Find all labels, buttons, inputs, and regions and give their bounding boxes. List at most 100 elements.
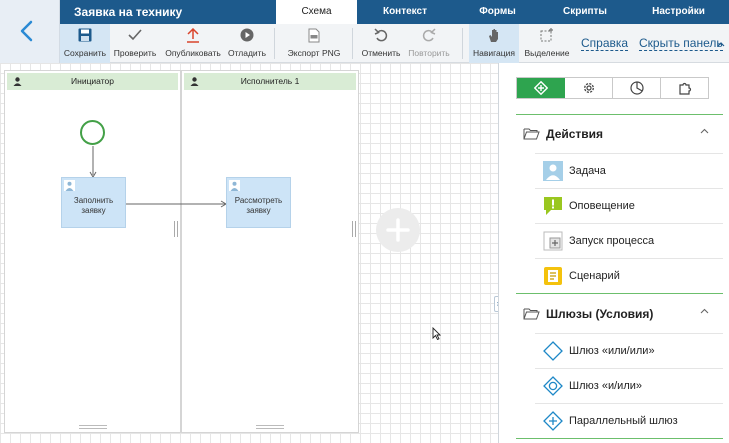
tab-schema[interactable]: Схема (276, 0, 357, 24)
lane-resize-handle[interactable] (79, 425, 107, 429)
group-title: Шлюзы (Условия) (546, 307, 654, 321)
hide-panel-link[interactable]: Скрыть панель (639, 36, 723, 51)
lane-resize-handle[interactable] (352, 221, 356, 237)
chevron-up-icon (700, 128, 709, 134)
plus-icon (386, 218, 410, 242)
lane-title: Исполнитель 1 (240, 76, 300, 86)
group-actions-header[interactable]: Действия (516, 115, 723, 153)
tab-settings[interactable]: Настройки (652, 6, 705, 17)
pie-chart-icon (629, 81, 644, 95)
lane-title: Инициатор (71, 76, 114, 86)
toolbar-separator (352, 28, 353, 59)
floppy-disk-icon (78, 28, 92, 42)
lane-resize-handle[interactable] (256, 425, 284, 429)
group-divider (516, 114, 723, 115)
check-button[interactable]: Проверить (110, 24, 160, 63)
tab-elements[interactable] (517, 78, 565, 98)
navigation-mode-button[interactable]: Навигация (469, 24, 519, 63)
back-button[interactable] (0, 0, 60, 63)
element-script[interactable]: Сценарий (535, 258, 723, 293)
selection-icon (540, 28, 553, 42)
undo-button[interactable]: Отменить (356, 24, 406, 63)
swimlane-executor[interactable]: Исполнитель 1 (181, 70, 359, 433)
start-event[interactable] (80, 120, 105, 145)
diamond-plus-icon (533, 81, 548, 95)
undo-icon (374, 28, 388, 42)
element-start-process[interactable]: Запуск процесса (535, 223, 723, 258)
task-label: Рассмотреть заявку (234, 196, 283, 215)
element-label: Параллельный шлюз (569, 415, 678, 427)
tab-bar: Схема Контекст Формы Скрипты Настройки (276, 0, 729, 24)
element-label: Запуск процесса (569, 235, 655, 247)
publish-button[interactable]: Опубликовать (160, 24, 226, 63)
flow-connectors (89, 146, 227, 208)
tab-extensions[interactable] (661, 78, 708, 98)
group-divider (516, 438, 723, 439)
selection-mode-button[interactable]: Выделение (521, 24, 573, 63)
upload-arrow-icon (187, 28, 199, 43)
element-label: Задача (569, 165, 606, 177)
element-inclusive-gateway[interactable]: Шлюз «и/или» (535, 368, 723, 403)
elements-panel: Действия Задача Оповещение Запуск процес… (498, 63, 729, 443)
element-parallel-gateway[interactable]: Параллельный шлюз (535, 403, 723, 438)
subprocess-icon (543, 231, 563, 251)
element-task[interactable]: Задача (535, 153, 723, 188)
redo-button[interactable]: Повторить (406, 24, 452, 63)
script-icon (544, 267, 562, 285)
inclusive-gateway-icon (543, 376, 563, 396)
element-label: Шлюз «и/или» (569, 380, 642, 392)
user-task-icon (543, 161, 563, 181)
save-button[interactable]: Сохранить (60, 24, 110, 63)
lane-header: Исполнитель 1 (184, 73, 356, 90)
tab-context[interactable]: Контекст (382, 6, 428, 17)
title-bar: Заявка на технику Схема Контекст Формы С… (60, 0, 729, 24)
redo-icon (422, 28, 436, 42)
folder-open-icon (523, 128, 540, 140)
group-gateways-header[interactable]: Шлюзы (Условия) (516, 295, 723, 333)
mouse-cursor-icon (432, 327, 441, 340)
task-label: Заполнить заявку (73, 196, 114, 215)
lane-resize-handle[interactable] (174, 221, 178, 237)
exclusive-gateway-icon (543, 341, 563, 361)
toolbar-separator (462, 28, 463, 59)
element-exclusive-gateway[interactable]: Шлюз «или/или» (535, 333, 723, 368)
notification-icon (544, 197, 562, 215)
checkmark-icon (128, 29, 142, 41)
toolbar-separator (274, 28, 275, 59)
gear-icon (583, 83, 594, 93)
user-task-icon (229, 180, 240, 191)
element-label: Оповещение (569, 200, 635, 212)
tab-scripts[interactable]: Скрипты (563, 6, 607, 17)
hand-icon (489, 29, 498, 42)
play-circle-icon (240, 28, 254, 42)
help-link[interactable]: Справка (581, 36, 629, 51)
app-title: Заявка на технику (74, 5, 183, 19)
chevron-left-icon (20, 20, 33, 42)
task-review-request[interactable]: Рассмотреть заявку (226, 177, 291, 228)
element-label: Шлюз «или/или» (569, 345, 655, 357)
add-lane-button[interactable] (376, 208, 420, 252)
element-label: Сценарий (569, 270, 620, 282)
debug-button[interactable]: Отладить (226, 24, 268, 63)
diagram-canvas[interactable]: Инициатор Исполнитель 1 Заполнить заявку… (0, 63, 498, 443)
user-task-icon (64, 180, 75, 191)
tab-analytics[interactable] (613, 78, 661, 98)
element-notification[interactable]: Оповещение (535, 188, 723, 223)
folder-open-icon (523, 308, 540, 320)
tab-forms[interactable]: Формы (479, 6, 516, 17)
file-png-icon (308, 28, 320, 43)
user-icon (13, 77, 22, 86)
parallel-gateway-icon (543, 411, 563, 431)
export-png-button[interactable]: Экспорт PNG (282, 24, 346, 63)
chevron-up-icon (700, 308, 709, 314)
tab-settings-panel[interactable] (565, 78, 613, 98)
panel-tabs (516, 77, 709, 99)
puzzle-icon (678, 82, 691, 95)
lane-header: Инициатор (7, 73, 178, 90)
chevron-up-icon (717, 42, 725, 47)
task-fill-request[interactable]: Заполнить заявку (61, 177, 126, 228)
user-icon (190, 77, 199, 86)
group-title: Действия (546, 127, 604, 141)
toolbar: Сохранить Проверить Опубликовать Отладит… (60, 24, 729, 63)
group-divider (516, 293, 723, 294)
